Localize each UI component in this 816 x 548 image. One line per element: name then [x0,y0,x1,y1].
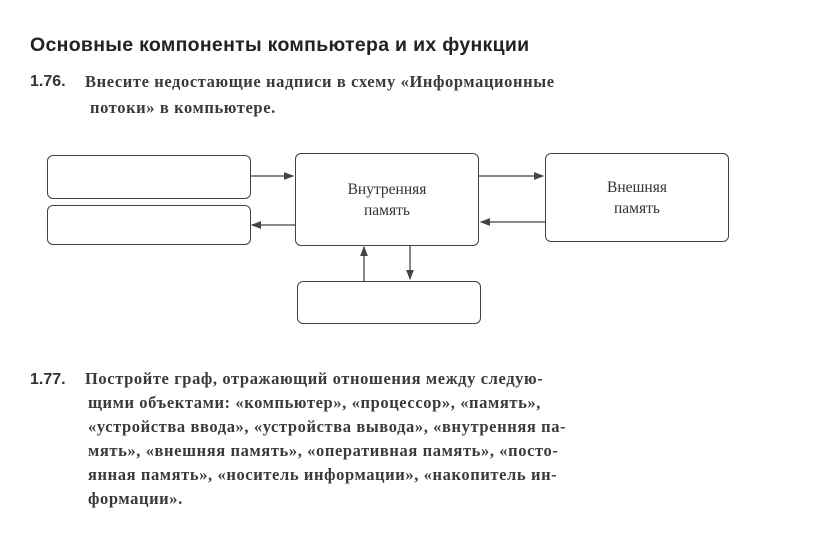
task-177-line-4: мять», «внешняя память», «оперативная па… [88,441,559,460]
task-number-176: 1.76. [30,73,66,90]
task-number-177: 1.77. [30,371,66,388]
blank-box-input-top[interactable] [47,155,251,199]
internal-memory-label-2: память [364,201,410,219]
blank-box-output-left[interactable] [47,205,251,245]
task-177-line-6: формации». [88,489,183,508]
blank-box-bottom[interactable] [297,281,481,324]
task-177-line-2: щими объектами: «компьютер», «процессор»… [88,393,541,412]
external-memory-label-2: память [614,199,660,217]
task-177-line-1: Постройте граф, отражающий отношения меж… [85,369,544,388]
task-177-line-5: янная память», «носитель информации», «н… [88,465,558,484]
task-176-line-1: Внесите недостающие надписи в схему «Инф… [85,72,555,91]
external-memory-box: Внешняя память [545,153,729,242]
internal-memory-box: Внутренняя память [295,153,479,246]
external-memory-label-1: Внешняя [606,178,667,196]
internal-memory-label-1: Внутренняя [347,180,427,198]
section-title: Основные компоненты компьютера и их функ… [30,34,530,56]
task-176-line-2: потоки» в компьютере. [90,98,276,117]
task-177-line-3: «устройства ввода», «устройства вывода»,… [88,417,567,436]
